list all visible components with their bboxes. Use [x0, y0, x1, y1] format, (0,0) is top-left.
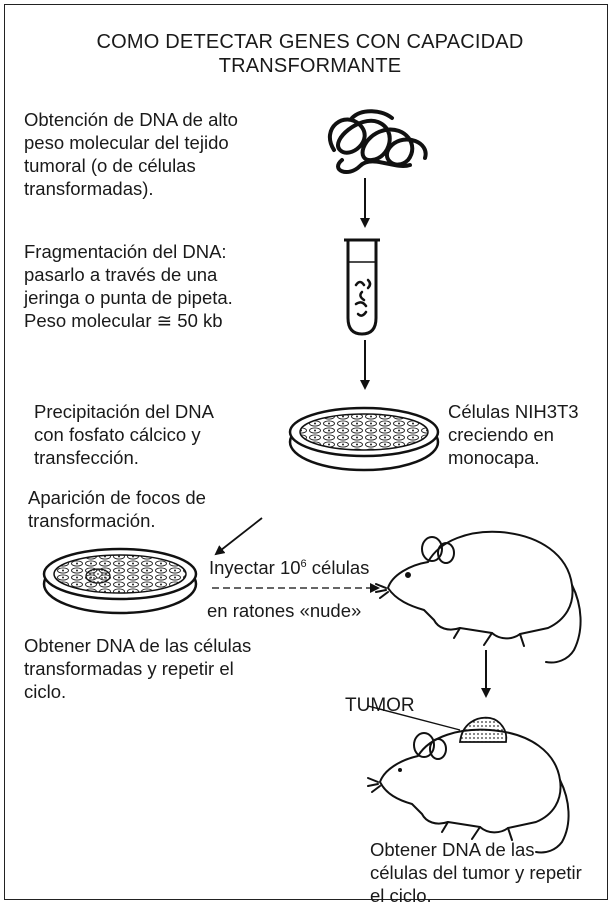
label-tumor: TUMOR — [345, 695, 415, 716]
label-inject-cells: Inyectar 106 células — [209, 553, 369, 579]
petri-dish-monolayer-icon — [288, 406, 440, 472]
title-line-2: TRANSFORMANTE — [218, 55, 402, 77]
arrow-transfection-to-foci — [214, 517, 263, 556]
figure-title: COMO DETECTAR GENES CON CAPACIDAD TRANSF… — [40, 30, 580, 78]
step-precipitation-transfection: Precipitación del DNA con fosfato cálcic… — [34, 401, 214, 468]
title-line-1: COMO DETECTAR GENES CON CAPACIDAD — [96, 31, 524, 53]
step-repeat-cycle-cells: Obtener DNA de las células transformadas… — [24, 635, 252, 702]
label-nude-mice: en ratones «nude» — [207, 600, 362, 621]
label-nih3t3-cells: Células NIH3T3 creciendo en monocapa. — [448, 401, 579, 468]
test-tube-icon — [344, 238, 380, 336]
nude-mouse-icon — [375, 530, 582, 664]
petri-dish-foci-icon — [42, 547, 198, 615]
tumor-mouse-icon — [367, 705, 570, 854]
figure-frame — [4, 4, 608, 900]
inject-exponent: 6 — [300, 558, 307, 570]
step-foci-appearance: Aparición de focos de transformación. — [28, 487, 206, 531]
step-dna-extraction: Obtención de DNA de alto peso molecular … — [24, 109, 238, 199]
inject-text-end: células — [306, 557, 370, 579]
inject-text: Inyectar 10 — [209, 557, 301, 579]
dna-tangle-icon — [327, 109, 428, 175]
step-repeat-cycle-tumor: Obtener DNA de las células del tumor y r… — [370, 839, 582, 906]
step-dna-fragmentation: Fragmentación del DNA: pasarlo a través … — [24, 241, 233, 331]
